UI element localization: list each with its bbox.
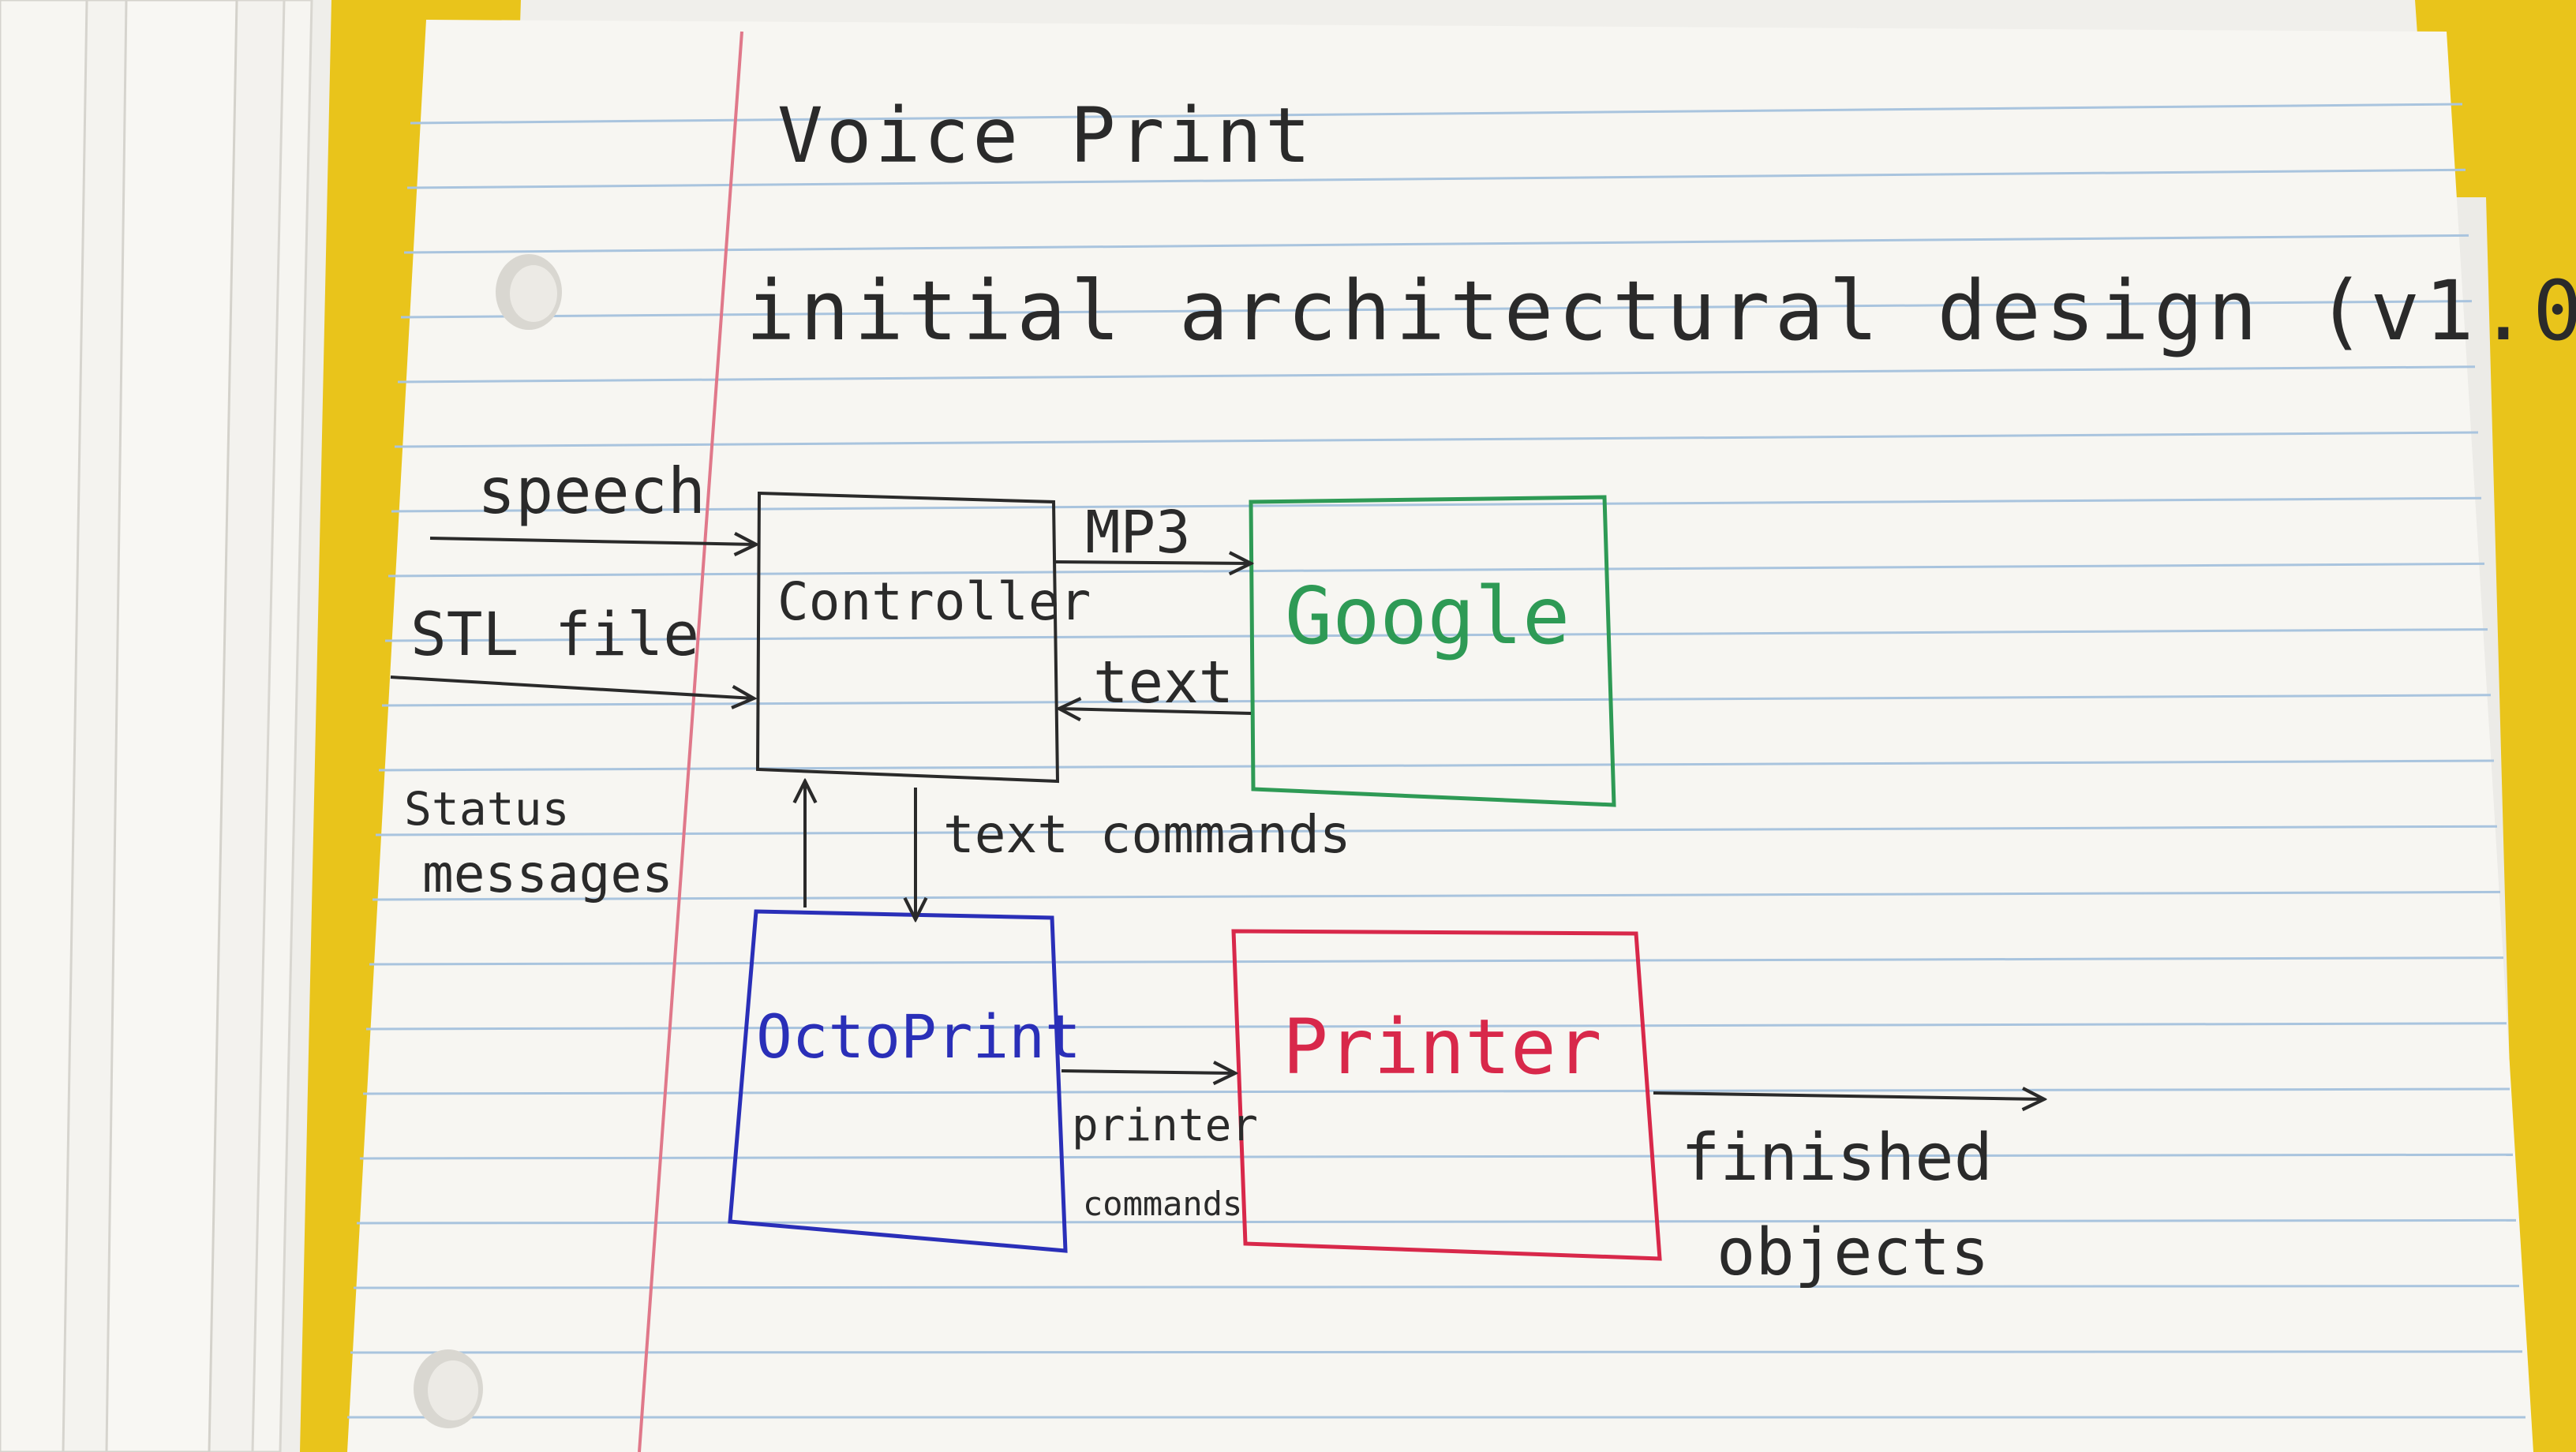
controller-label: Controller: [777, 571, 1091, 632]
page-title: Voice Print: [777, 92, 1314, 180]
arrow-finished: [1653, 1093, 2044, 1099]
label-finished-line2: objects: [1717, 1215, 1990, 1290]
label-printer-commands-line1: printer: [1072, 1100, 1258, 1151]
ruled-line: [350, 1350, 2523, 1354]
ruled-line: [388, 562, 2485, 578]
label-stl-file: STL file: [410, 599, 699, 669]
label-printer-commands-line2: commands: [1083, 1184, 1242, 1223]
octoprint-label: OctoPrint: [756, 1001, 1081, 1072]
ruled-line: [372, 890, 2501, 901]
label-status-line1: Status: [404, 782, 570, 836]
ruled-line: [378, 759, 2495, 772]
ruled-line: [400, 300, 2473, 319]
printer-label: Printer: [1282, 1003, 1602, 1091]
page-subtitle: initial architectural design (v1.0): [746, 263, 2576, 359]
arrows: [390, 538, 2044, 1099]
label-finished-line1: finished: [1681, 1121, 1993, 1196]
arrow-stl-file: [390, 675, 754, 698]
google-label: Google: [1285, 570, 1570, 662]
ruled-line: [359, 1153, 2514, 1160]
label-text-back: text: [1093, 649, 1234, 717]
ruled-line: [362, 1087, 2510, 1095]
ruled-line: [369, 956, 2504, 966]
ruled-line: [403, 234, 2469, 254]
label-status-line2: messages: [422, 844, 673, 904]
ruled-line: [375, 825, 2498, 836]
octoprint-node: OctoPrint: [728, 909, 1081, 1253]
ruled-line: [406, 168, 2466, 189]
label-speech: speech: [477, 455, 706, 528]
arrow-speech: [429, 538, 756, 544]
printer-node: Printer: [1231, 929, 1662, 1261]
ruled-line: [391, 496, 2482, 513]
ruled-line: [410, 103, 2463, 125]
google-node: Google: [1249, 495, 1616, 807]
ruled-line: [365, 1022, 2507, 1031]
ruled-line: [356, 1218, 2517, 1225]
label-mp3: MP3: [1085, 499, 1191, 567]
paper-stack-left: [0, 0, 331, 1452]
ruled-lines: [347, 103, 2525, 1419]
ruled-line: [394, 431, 2479, 448]
margin-line: [638, 31, 743, 1452]
label-text-commands: text commands: [943, 804, 1351, 865]
arrow-printer-commands: [1061, 1071, 1235, 1073]
arrow-text-back: [1059, 709, 1252, 713]
punch-holes: [414, 254, 562, 1428]
ruled-line: [384, 628, 2488, 642]
ruled-line: [397, 365, 2476, 384]
arrow-mp3: [1053, 562, 1251, 563]
notebook-sheet: [347, 20, 2533, 1452]
ruled-line: [353, 1285, 2520, 1289]
controller-node: Controller: [755, 491, 1091, 784]
